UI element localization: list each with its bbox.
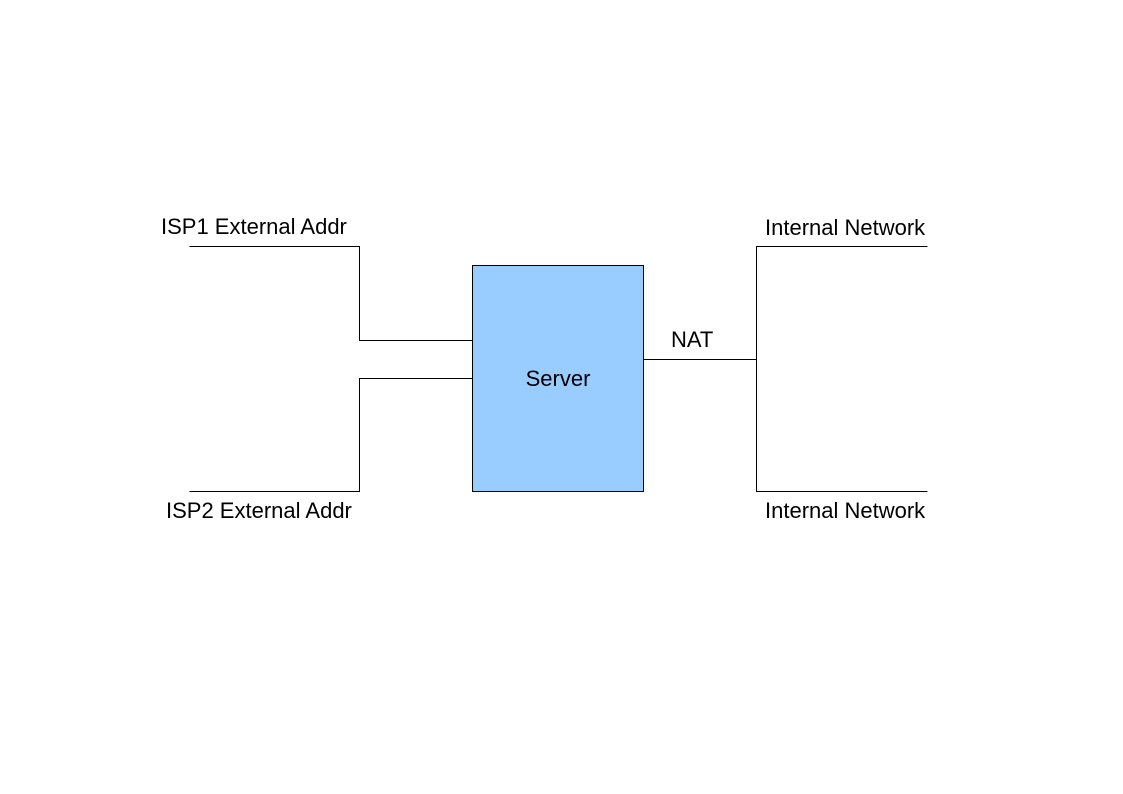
isp2-external-addr-label: ISP2 External Addr (166, 498, 352, 523)
server-label: Server (526, 366, 591, 391)
isp1-connection-line (189, 246, 473, 341)
server-box (472, 265, 644, 492)
internal-network-top-label: Internal Network (765, 215, 926, 240)
internal-network-bottom-label: Internal Network (765, 498, 926, 523)
isp1-external-addr-label: ISP1 External Addr (161, 214, 347, 239)
internal-network-bus-line (756, 246, 928, 492)
isp2-connection-line (189, 378, 473, 492)
nat-label: NAT (671, 327, 713, 352)
